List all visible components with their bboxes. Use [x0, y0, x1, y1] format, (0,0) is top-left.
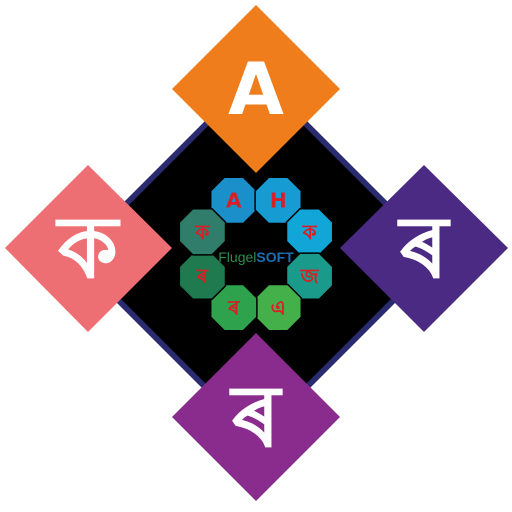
- letter-tile-label: ক: [302, 220, 318, 244]
- letter-tile-label: A: [226, 188, 242, 212]
- letter-tile: জ: [285, 252, 334, 301]
- center-diamond: [78, 78, 434, 434]
- letter-tile-shape: [285, 252, 334, 301]
- letter-tile-label: এ: [271, 296, 286, 320]
- left-diamond: [5, 165, 172, 332]
- bottom-letter: ৰ: [229, 367, 283, 467]
- brand-name-part2: SOFT: [256, 249, 294, 265]
- brand-name-part1: Flugel: [218, 249, 256, 265]
- letter-tile-label: ৰ: [227, 296, 240, 320]
- right-letter: ৰ: [397, 198, 451, 298]
- letter-tile-shape: [254, 176, 303, 225]
- letter-tile: এ: [254, 283, 303, 332]
- letter-tile-label: ক: [194, 220, 210, 244]
- letter-tile: ৰ: [178, 252, 227, 301]
- letter-tile-shape: [209, 176, 258, 225]
- letter-tile-label: জ: [300, 264, 320, 288]
- top-letter: A: [228, 47, 284, 131]
- right-diamond: [340, 165, 508, 332]
- letter-tile: H: [254, 176, 303, 225]
- letter-tile-label: H: [270, 188, 287, 212]
- bottom-diamond: [172, 333, 340, 501]
- top-diamond: [172, 5, 340, 173]
- brand-name: FlugelSOFT: [218, 249, 294, 265]
- letter-tile: A: [209, 176, 258, 225]
- letter-tile: ক: [178, 207, 227, 256]
- letter-tile-label: ৰ: [196, 264, 209, 288]
- letter-tile-shape: [178, 252, 227, 301]
- letter-tile: ক: [285, 207, 334, 256]
- letter-tile-shape: [178, 207, 227, 256]
- left-letter: ক: [55, 198, 121, 298]
- letter-tile: ৰ: [209, 283, 258, 332]
